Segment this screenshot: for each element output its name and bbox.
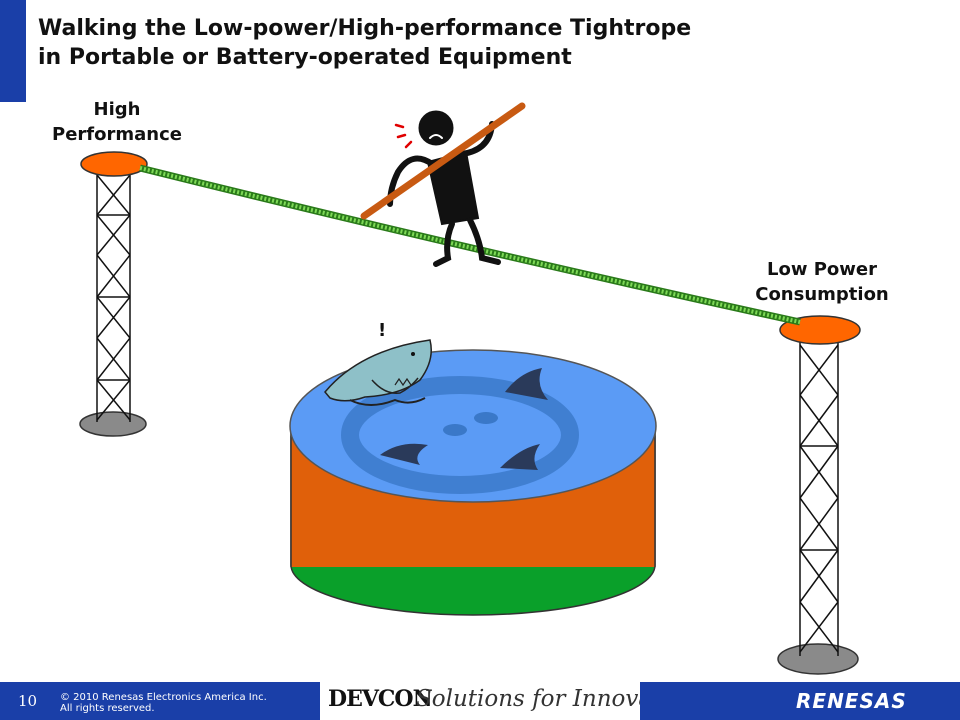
slide-title: Walking the Low-power/High-performance T… — [38, 14, 938, 72]
tightrope-walker — [360, 102, 526, 267]
slide-number: 10 — [18, 692, 38, 710]
shark-fin-3 — [500, 444, 540, 470]
shark-pool: ! — [289, 320, 657, 616]
shark-fin-1 — [505, 368, 548, 400]
footer-left-panel: 10 © 2010 Renesas Electronics America In… — [0, 682, 320, 720]
footer-brand-panel: DEVCON Solutions for Innovation — [320, 682, 697, 720]
walker-head — [418, 110, 454, 146]
balance-pole — [360, 102, 526, 220]
left-tower-lattice — [96, 166, 131, 422]
renesas-logo: RENESAS — [796, 689, 907, 713]
devcon-logo: DEVCON — [328, 686, 433, 712]
high-performance-label-line-2: Performance — [52, 124, 182, 145]
footer-right-panel: RENESAS — [640, 682, 960, 720]
slide-title-line-1: Walking the Low-power/High-performance T… — [38, 16, 692, 41]
low-power-label-line-1: Low Power — [766, 259, 877, 280]
pool-water-inner — [341, 376, 579, 494]
worry-marks — [394, 123, 413, 149]
right-tower-cap — [779, 315, 861, 345]
left-tower-cap — [80, 151, 148, 177]
leaping-shark: ! — [324, 320, 432, 406]
copyright-line-1: © 2010 Renesas Electronics America Inc. — [60, 692, 267, 703]
slide-footer: 10 © 2010 Renesas Electronics America In… — [0, 682, 960, 720]
low-power-tower — [777, 315, 861, 675]
high-performance-label: High Performance — [22, 97, 212, 147]
low-power-consumption-label: Low Power Consumption — [722, 257, 922, 307]
right-tower-lattice — [799, 338, 839, 656]
copyright-line-2: All rights reserved. — [60, 703, 155, 714]
svg-text:!: ! — [378, 320, 386, 341]
copyright-notice: © 2010 Renesas Electronics America Inc. … — [60, 692, 267, 714]
tightrope — [139, 164, 801, 326]
shark-fin-2 — [380, 443, 428, 465]
title-accent-bar — [0, 0, 26, 102]
high-performance-label-line-1: High — [93, 99, 141, 120]
tightrope-illustration: ! — [79, 102, 861, 675]
high-performance-tower — [79, 151, 148, 437]
slide-title-line-2: in Portable or Battery-operated Equipmen… — [38, 45, 572, 70]
left-tower-base — [79, 411, 147, 437]
low-power-label-line-2: Consumption — [755, 284, 889, 305]
right-tower-base — [777, 643, 859, 675]
